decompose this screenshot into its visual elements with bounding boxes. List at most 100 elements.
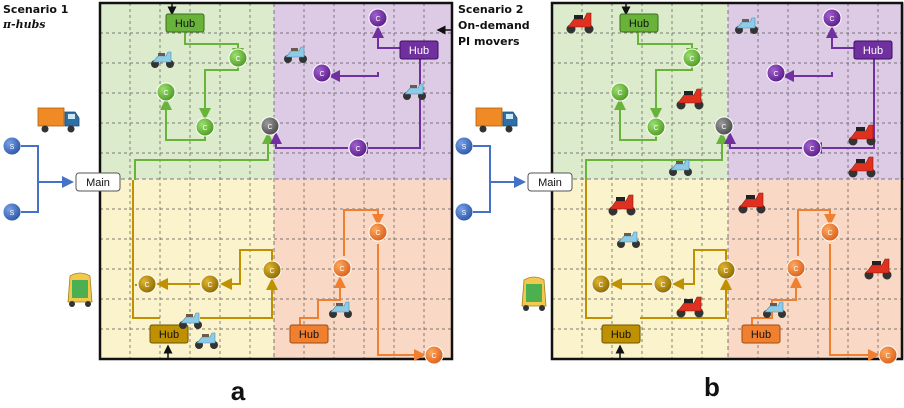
scooter-icon [195,332,218,349]
customer-node: C [653,274,673,294]
customer-node: C [228,48,248,68]
customer-node: C [332,258,352,278]
green-hub: Hub [619,13,659,33]
green-trunk [585,132,728,180]
purple-route-3 [782,70,833,82]
svg-text:S: S [10,210,15,217]
red-scooter-icon [676,88,704,110]
orange-route-2 [343,209,384,256]
svg-text:C: C [617,90,622,97]
customer-node: C [878,345,898,365]
customer-nodes: C C C C C C C C C C C C C [137,8,444,365]
panel-b: Hub Hub Hub Hub C C C C C C C C C C C C … [454,1,904,402]
panel-a: Hub Hub Hub Hub C C C C C C C C C C C C [2,1,454,406]
purple-hub: Hub [853,40,893,60]
svg-text:C: C [355,146,360,153]
svg-text:C: C [829,16,834,23]
svg-text:C: C [809,146,814,153]
customer-node: C [714,116,734,136]
customer-node: C [716,260,736,280]
scooter-icon [763,301,786,318]
supplier-node: S [2,202,22,222]
supplier-node: S [2,136,22,156]
supplier-link [21,145,74,188]
svg-text:C: C [885,353,890,360]
svg-text:C: C [723,268,728,275]
purple-route-4 [270,132,348,149]
supplier-link [473,182,491,213]
scooter-icon [403,83,426,100]
gold-route-3 [672,249,727,290]
svg-text:C: C [793,266,798,273]
svg-text:C: C [207,282,212,289]
customer-node: C [646,117,666,137]
purple-route-2 [826,26,854,49]
red-scooter-icon [848,124,876,146]
red-scooter-icon [864,258,892,280]
panel-b-label: b [704,372,720,402]
purple-hub-label: Hub [863,45,883,57]
svg-text:C: C [375,16,380,23]
svg-text:C: C [163,90,168,97]
scenario1-subtitle: π-hubs [2,18,46,31]
gold-hub-label: Hub [611,329,631,341]
svg-text:C: C [235,56,240,63]
purple-route [810,58,875,154]
gold-route-3 [220,249,273,290]
svg-text:C: C [319,71,324,78]
customer-node: C [682,48,702,68]
scooter-icon [669,159,692,176]
customer-node: C [822,8,842,28]
gold-route [132,180,160,319]
customer-node: C [200,274,220,294]
scooter-icon [151,51,174,68]
purple-hub-label: Hub [409,45,429,57]
customer-node: C [368,8,388,28]
scooter-icon [179,312,202,329]
gold-hub-label: Hub [159,329,179,341]
customer-node: C [312,63,332,83]
customer-node: C [424,345,444,365]
purple-route-3 [328,70,379,82]
svg-text:C: C [431,353,436,360]
green-trunk [134,132,274,180]
svg-text:C: C [598,282,603,289]
scenario1-title: Scenario 1 [3,3,68,16]
customer-node: C [260,116,280,136]
svg-text:C: C [144,282,149,289]
red-scooter-icon [566,12,594,34]
orange-hub-label: Hub [299,329,319,341]
customer-node: C [348,138,368,158]
svg-text:C: C [827,230,832,237]
svg-text:S: S [10,144,15,151]
main-depot: Main [75,172,121,192]
svg-text:C: C [773,71,778,78]
svg-text:C: C [375,230,380,237]
gold-route-2 [640,278,732,319]
red-scooter-icon [676,296,704,318]
scenario2-title: Scenario 2 [458,3,523,16]
customer-node: C [786,258,806,278]
svg-text:C: C [721,124,726,131]
green-hub-label: Hub [175,18,195,30]
svg-text:C: C [339,266,344,273]
green-hub-label: Hub [629,18,649,30]
customer-node: C [766,63,786,83]
main-label: Main [86,177,110,189]
auto-rickshaw-icon [67,272,93,307]
red-scooter-icon [848,156,876,178]
customer-nodes: C C C C C C C C C C C C C [591,8,898,365]
purple-route-2 [372,26,400,49]
customer-node: C [368,222,388,242]
orange-hub: Hub [741,324,781,344]
scooter-icon [284,46,307,63]
customer-node: C [156,82,176,102]
truck-icon [37,107,80,133]
red-scooter-icon [738,192,766,214]
customer-node: C [137,274,157,294]
svg-text:C: C [689,56,694,63]
supplier-link [21,182,39,213]
svg-text:S: S [462,210,467,217]
orange-route-2 [797,209,836,256]
